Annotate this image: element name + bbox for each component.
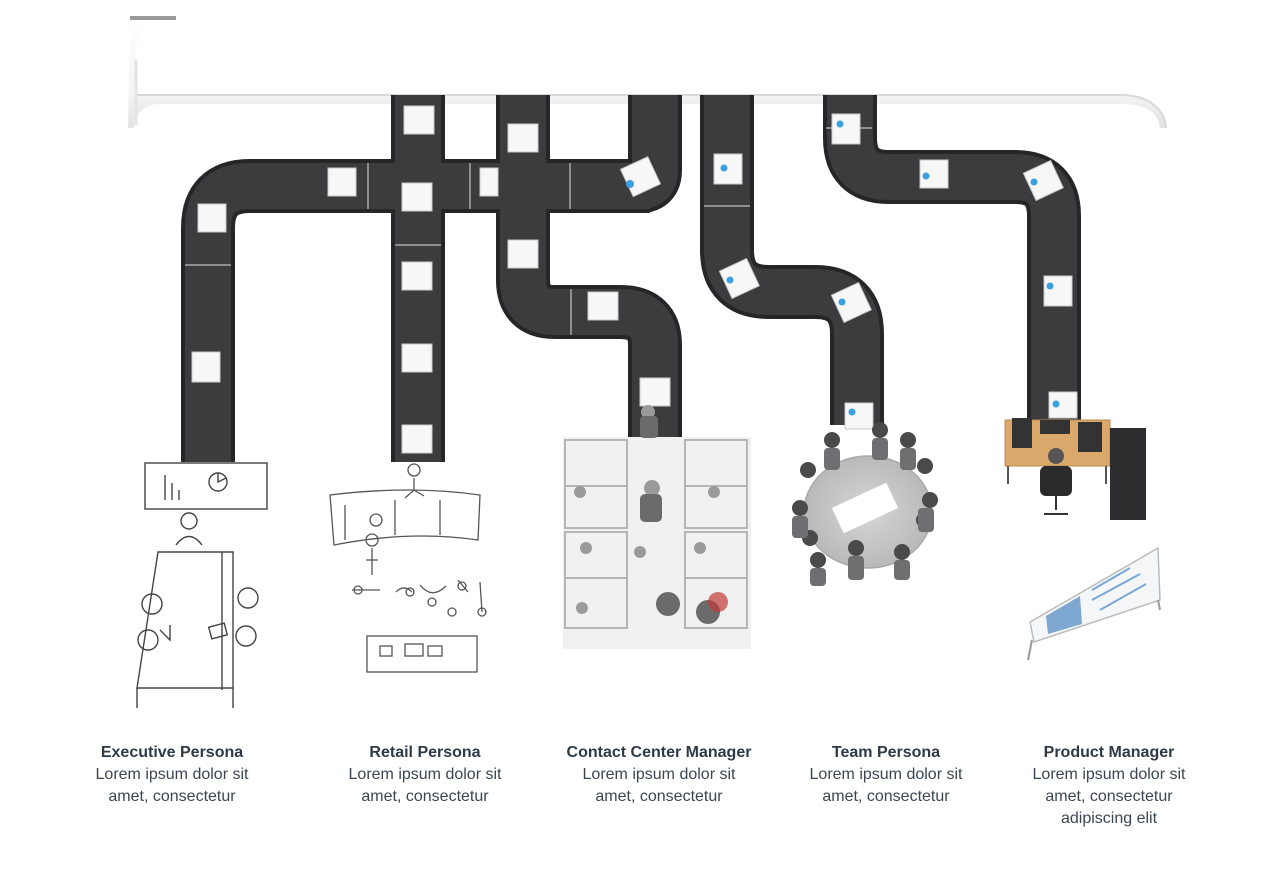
- persona-description-line: amet, consectetur: [595, 788, 723, 805]
- persona-title: Retail Persona: [369, 744, 481, 761]
- persona-title: Team Persona: [831, 744, 941, 761]
- retail-sketch: [329, 463, 487, 673]
- persona-executive: Executive Persona Lorem ipsum dolor sit …: [57, 742, 287, 808]
- persona-description-line: Lorem ipsum dolor sit: [95, 766, 249, 783]
- persona-description-line: amet, consectetur: [108, 788, 236, 805]
- persona-retail: Retail Persona Lorem ipsum dolor sit ame…: [310, 742, 540, 808]
- persona-title: Product Manager: [1043, 744, 1175, 761]
- persona-description-line: amet, consectetur: [822, 788, 950, 805]
- product-manager-desk: [1004, 418, 1146, 520]
- whiteboard: [1027, 546, 1161, 661]
- persona-description-line: Lorem ipsum dolor sit: [1032, 766, 1186, 783]
- persona-team: Team Persona Lorem ipsum dolor sit amet,…: [771, 742, 1001, 808]
- contact-center-cubicles: [563, 405, 751, 649]
- persona-title: Contact Center Manager: [566, 744, 752, 761]
- persona-description-line: Lorem ipsum dolor sit: [582, 766, 736, 783]
- persona-description-line: Lorem ipsum dolor sit: [809, 766, 963, 783]
- report-charts: [626, 120, 1060, 416]
- ceiling-tray: [128, 16, 1167, 129]
- persona-title: Executive Persona: [100, 744, 244, 761]
- executive-sketch: [136, 462, 268, 708]
- persona-description-line: amet, consectetur: [361, 788, 489, 805]
- persona-description-line: adipiscing elit: [1060, 810, 1158, 827]
- team-round-table: [792, 422, 938, 586]
- persona-description-line: amet, consectetur: [1045, 788, 1173, 805]
- conveyor-belts: [181, 95, 1081, 462]
- persona-contact-center-manager: Contact Center Manager Lorem ipsum dolor…: [544, 742, 774, 808]
- persona-description-line: Lorem ipsum dolor sit: [348, 766, 502, 783]
- persona-product-manager: Product Manager Lorem ipsum dolor sit am…: [994, 742, 1224, 830]
